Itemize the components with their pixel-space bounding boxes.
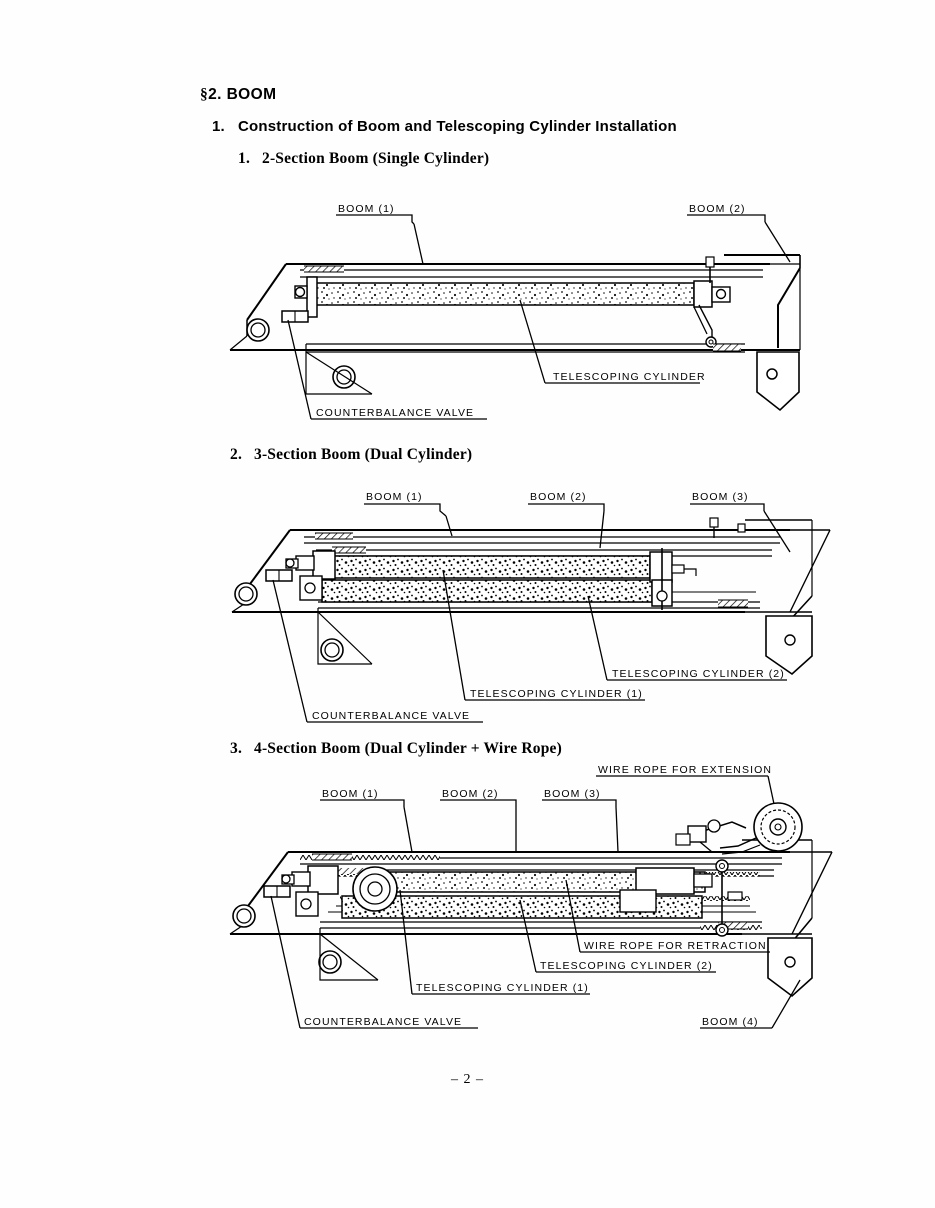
label-f3-boom-1: BOOM (1) [322, 788, 379, 800]
label-f2-boom-3: BOOM (3) [692, 491, 749, 503]
label-f2-telescoping-cylinder-2: TELESCOPING CYLINDER (2) [612, 668, 785, 680]
figure-2-heading: 2. 3-Section Boom (Dual Cylinder) [230, 446, 472, 464]
label-f3-telescoping-cylinder-2: TELESCOPING CYLINDER (2) [540, 960, 713, 972]
label-f3-wire-rope-retraction: WIRE ROPE FOR RETRACTION [584, 940, 767, 952]
label-f2-telescoping-cylinder-1: TELESCOPING CYLINDER (1) [470, 688, 643, 700]
label-f3-telescoping-cylinder-1: TELESCOPING CYLINDER (1) [416, 982, 589, 994]
figure-3-title: 4-Section Boom (Dual Cylinder + Wire Rop… [254, 740, 563, 757]
subsection-number: 1. [212, 118, 225, 135]
label-telescoping-cylinder: TELESCOPING CYLINDER [553, 371, 706, 383]
label-f3-boom-3: BOOM (3) [544, 788, 601, 800]
figure-1-heading: 1. 2-Section Boom (Single Cylinder) [238, 150, 489, 168]
section-title: 2. BOOM [208, 86, 277, 103]
figure-1-number: 1. [238, 150, 251, 167]
label-f3-boom-2: BOOM (2) [442, 788, 499, 800]
section-mark: § [200, 86, 209, 103]
figure-3-heading: 3. 4-Section Boom (Dual Cylinder + Wire R… [230, 740, 562, 758]
figure-1-title: 2-Section Boom (Single Cylinder) [262, 150, 490, 167]
label-f2-boom-1: BOOM (1) [366, 491, 423, 503]
label-f3-counterbalance-valve: COUNTERBALANCE VALVE [304, 1016, 462, 1028]
section-heading: §2. BOOM [200, 86, 276, 104]
figure-2-number: 2. [230, 446, 243, 463]
label-f3-wire-rope-extension: WIRE ROPE FOR EXTENSION [598, 764, 772, 776]
subsection-heading: 1. Construction of Boom and Telescoping C… [212, 118, 677, 135]
label-f3-boom-4: BOOM (4) [702, 1016, 759, 1028]
figure-3-number: 3. [230, 740, 243, 757]
label-boom-2: BOOM (2) [689, 203, 746, 215]
page-number: – 2 – [451, 1072, 484, 1087]
label-counterbalance-valve: COUNTERBALANCE VALVE [316, 407, 474, 419]
label-f2-counterbalance-valve: COUNTERBALANCE VALVE [312, 710, 470, 722]
subsection-title: Construction of Boom and Telescoping Cyl… [238, 118, 677, 135]
label-boom-1: BOOM (1) [338, 203, 395, 215]
figure-2-title: 3-Section Boom (Dual Cylinder) [254, 446, 473, 463]
label-f2-boom-2: BOOM (2) [530, 491, 587, 503]
